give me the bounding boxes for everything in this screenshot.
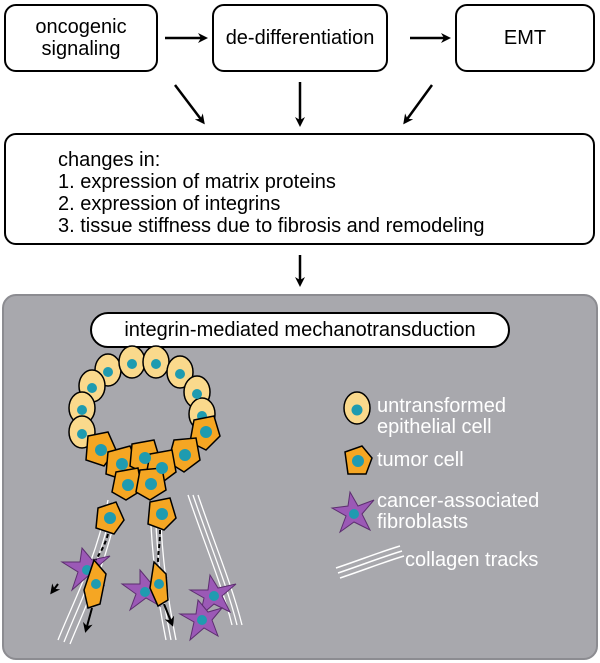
tumor-nuclei <box>91 426 212 589</box>
changes-box: changes in: 1. expression of matrix prot… <box>4 133 595 245</box>
legend-tumor-icon <box>344 445 373 475</box>
emt-box: EMT <box>455 4 595 72</box>
legend-collagen-icon <box>335 545 405 579</box>
arrow-emt-to-changes <box>403 84 434 125</box>
emt-label: EMT <box>503 27 547 49</box>
legend-fibroblast-icon <box>330 490 375 534</box>
oncogenic-signaling-label: oncogenic signaling <box>35 16 127 60</box>
oncogenic-signaling-box: oncogenic signaling <box>4 4 158 72</box>
changes-heading: changes in: <box>58 149 161 171</box>
legend-untransformed-label: untransformed epithelial cell <box>377 395 506 438</box>
changes-item-1: 1. expression of matrix proteins <box>58 171 336 193</box>
migration-arrows <box>50 529 175 633</box>
arrow-oncogenic-to-changes <box>174 84 205 125</box>
changes-text: changes in: 1. expression of matrix prot… <box>58 149 485 237</box>
panel-title: integrin-mediated mechanotransduction <box>90 312 510 348</box>
changes-item-2: 2. expression of integrins <box>58 193 281 215</box>
dedifferentiation-box: de-differentiation <box>212 4 388 72</box>
changes-item-3: 3. tissue stiffness due to fibrosis and … <box>58 215 485 237</box>
epithelial-ring <box>68 345 221 609</box>
legend-fibroblast-label: cancer-associated fibroblasts <box>377 490 540 533</box>
legend-collagen-label: collagen tracks <box>405 549 539 571</box>
dedifferentiation-label: de-differentiation <box>225 27 375 49</box>
legend-untransformed-icon <box>343 391 371 425</box>
legend-tumor-label: tumor cell <box>377 449 464 471</box>
